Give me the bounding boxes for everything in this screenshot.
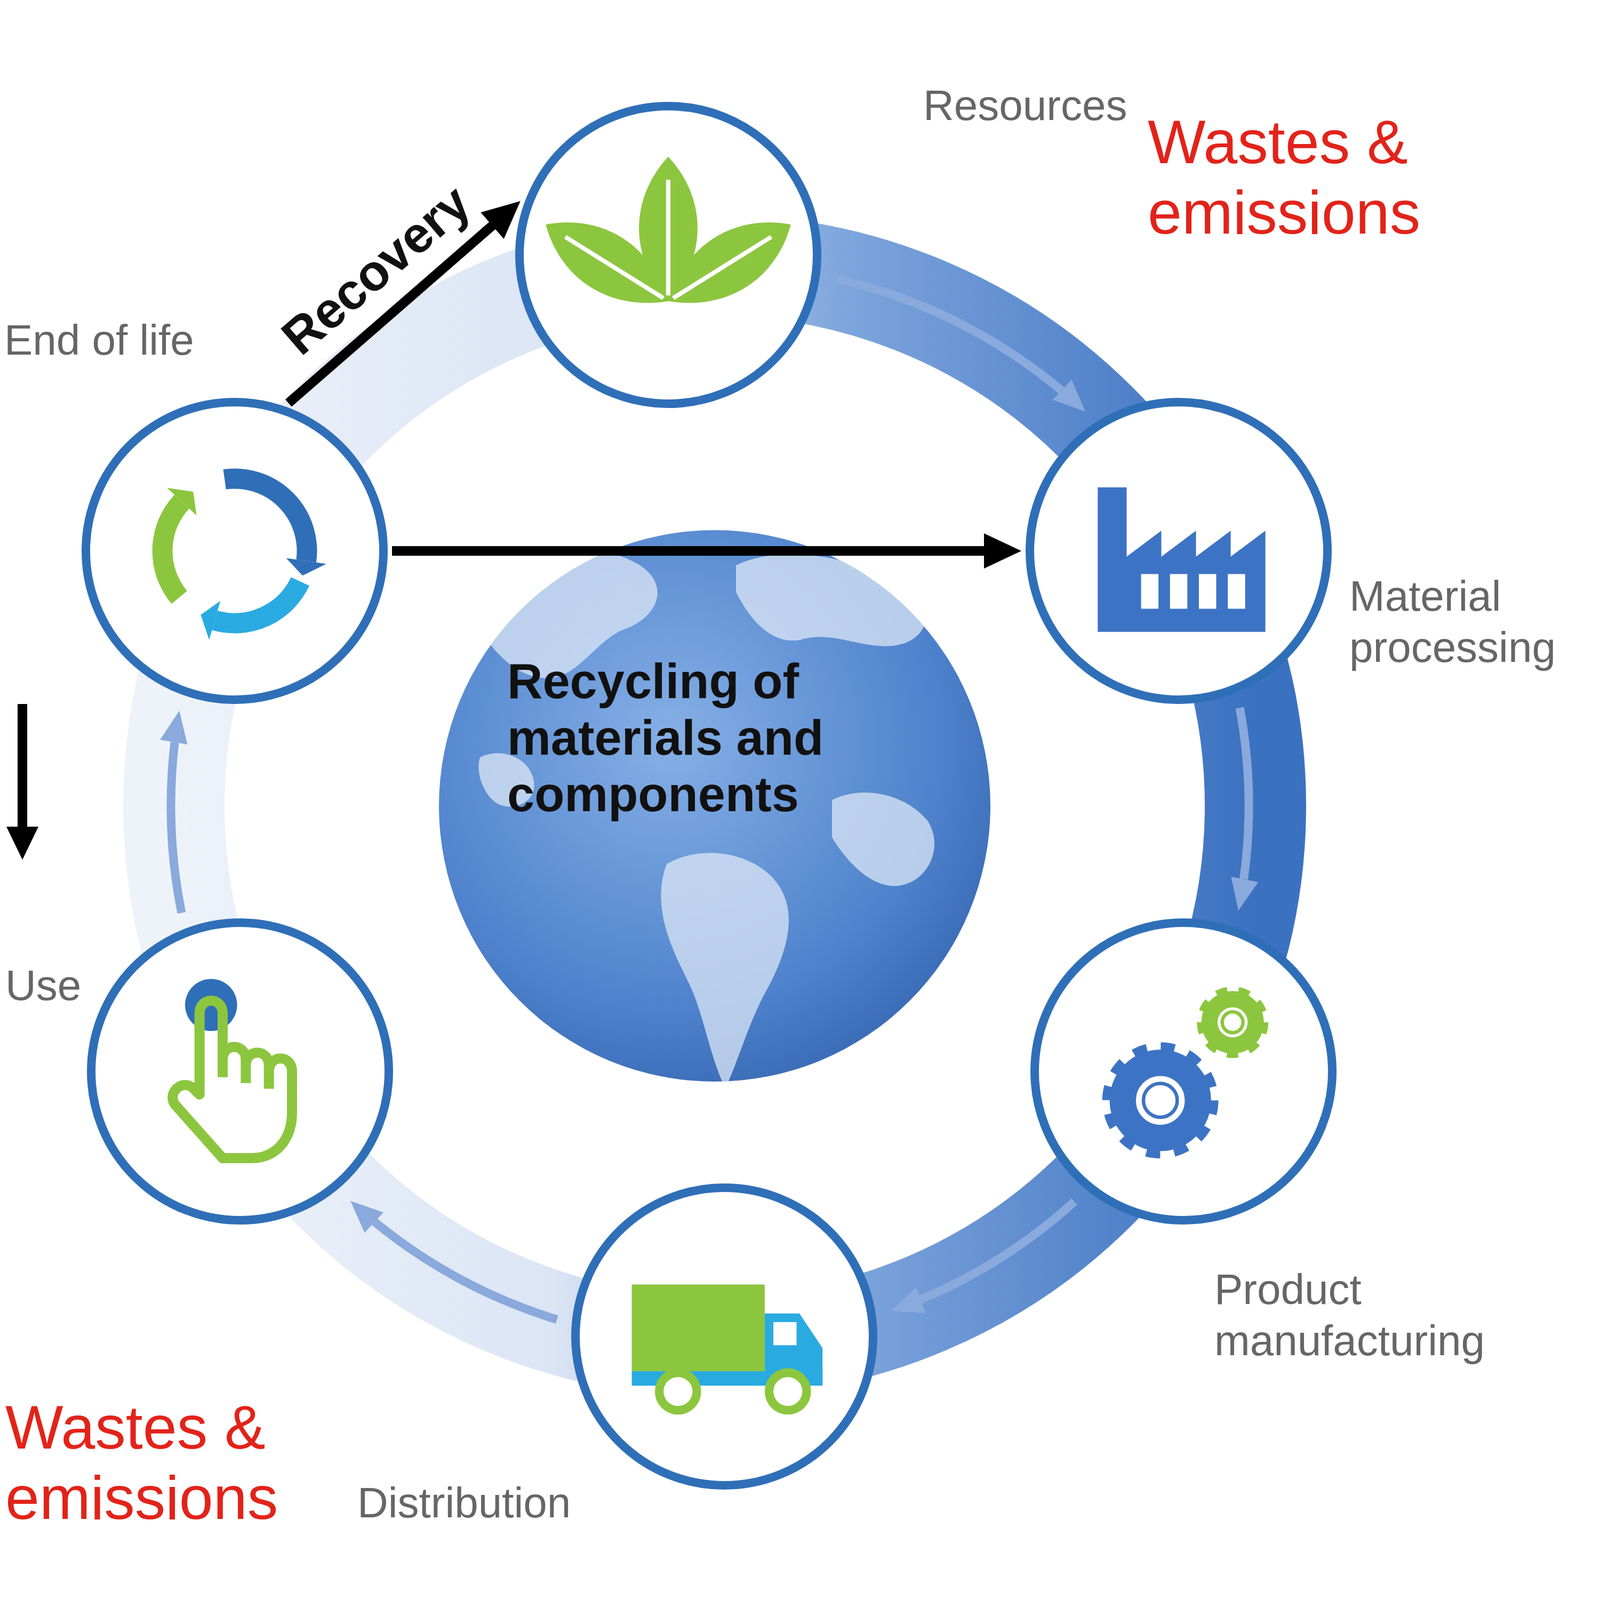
lifecycle-stage-circle: Material processing xyxy=(1025,397,1332,704)
stage-label: Resources xyxy=(923,80,1127,132)
stage-label: Distribution xyxy=(357,1477,571,1529)
lifecycle-stage-circle: Resources xyxy=(515,101,822,408)
lifecycle-stage-circle: End of life xyxy=(81,397,388,704)
arrow-head xyxy=(1052,379,1086,412)
flow-arrow xyxy=(350,1201,557,1320)
flow-arrow xyxy=(890,1201,1075,1314)
globe-land xyxy=(478,548,935,1088)
stage-label: Product manufacturing xyxy=(1214,1264,1485,1367)
arrow-head xyxy=(350,1201,384,1234)
flow-arrow xyxy=(837,278,1086,412)
wastes-emissions-label: Wastes & emissions xyxy=(5,1392,336,1534)
arrow-head xyxy=(890,1286,926,1314)
arrow-head xyxy=(1230,876,1259,911)
edge-label: Recycling of materials and components xyxy=(507,653,913,823)
stage-icon xyxy=(90,406,380,696)
arrow-head xyxy=(160,710,188,745)
arrow-head xyxy=(480,201,520,239)
stage-label: End of life xyxy=(4,314,195,366)
stage-icon xyxy=(1038,926,1328,1216)
wastes-emissions-label: Wastes & emissions xyxy=(1147,106,1479,248)
flow-arrow xyxy=(1230,707,1259,911)
stage-icon xyxy=(579,1192,869,1482)
stage-icon xyxy=(523,110,813,400)
stage-label: Use xyxy=(5,960,82,1012)
lifecycle-stage-circle: Use xyxy=(86,918,394,1225)
stage-icon xyxy=(1034,406,1324,696)
flow-arrow xyxy=(392,533,1022,569)
lifecycle-stage-circle: Distribution xyxy=(571,1183,878,1490)
lifecycle-stage-circle: Product manufacturing xyxy=(1030,918,1337,1225)
arrow-head xyxy=(984,533,1022,569)
stage-label: Material processing xyxy=(1349,570,1556,674)
down-arrow xyxy=(6,704,39,860)
edge-label: Recovery xyxy=(270,173,482,367)
flow-arrow xyxy=(160,710,188,913)
stage-icon xyxy=(95,926,385,1216)
